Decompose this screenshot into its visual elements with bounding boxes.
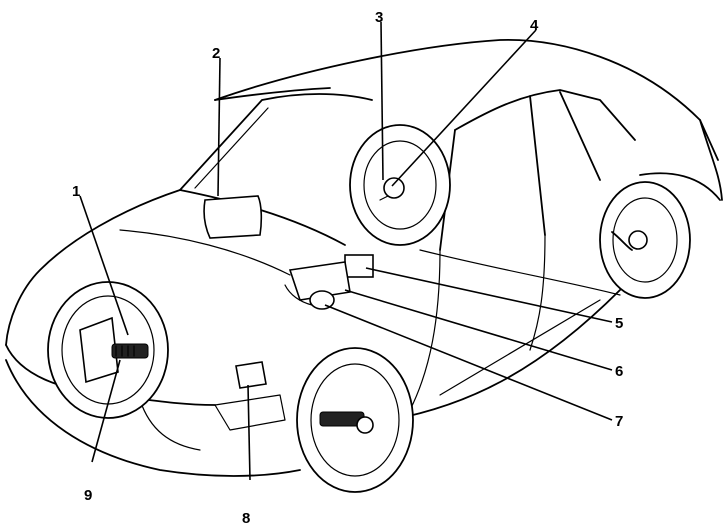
callout-2: 2 bbox=[212, 45, 220, 62]
abs-relay bbox=[344, 254, 374, 278]
front-left-speed-sensor bbox=[111, 343, 149, 359]
b-pillar bbox=[529, 95, 546, 236]
leader-1 bbox=[79, 195, 129, 336]
rear-right-wheel bbox=[599, 181, 691, 299]
front-left-hub bbox=[79, 316, 119, 384]
front-left-wheel bbox=[47, 281, 169, 419]
leader-6 bbox=[344, 289, 613, 371]
leader-7 bbox=[324, 304, 613, 421]
door-belt-line bbox=[419, 249, 621, 296]
leader-3 bbox=[380, 21, 384, 181]
windshield-inner bbox=[194, 107, 269, 189]
front-grille-edge bbox=[139, 399, 201, 451]
front-bumper-bottom bbox=[5, 359, 301, 477]
rocker-line bbox=[389, 289, 621, 421]
rear-deck bbox=[699, 119, 723, 201]
callout-5: 5 bbox=[615, 315, 623, 332]
sensor-ribs bbox=[115, 345, 135, 357]
callout-7: 7 bbox=[615, 413, 623, 430]
side-sill bbox=[439, 299, 601, 396]
callout-3: 3 bbox=[375, 9, 383, 26]
rear-right-sensor bbox=[611, 231, 633, 251]
front-right-wheel bbox=[296, 347, 414, 493]
abs-ecu bbox=[235, 361, 267, 389]
leader-8 bbox=[247, 384, 251, 481]
callout-labels: 1 2 3 4 5 6 7 8 9 bbox=[72, 9, 623, 527]
dashboard-module bbox=[203, 195, 263, 239]
windshield-left-pillar bbox=[179, 93, 373, 191]
rear-left-wheel bbox=[349, 124, 451, 246]
front-right-hub bbox=[356, 416, 374, 434]
callout-1: 1 bbox=[72, 183, 80, 200]
rear-fender bbox=[639, 172, 721, 201]
roof-front-edge bbox=[214, 87, 331, 101]
callout-8: 8 bbox=[242, 510, 250, 527]
callout-4: 4 bbox=[530, 17, 539, 34]
roof-line bbox=[214, 39, 719, 161]
leader-4 bbox=[391, 29, 537, 187]
hood-crease bbox=[119, 229, 291, 276]
master-cylinder bbox=[309, 290, 335, 310]
abs-actuator-assembly bbox=[284, 254, 374, 310]
leader-2 bbox=[217, 57, 221, 197]
callout-9: 9 bbox=[84, 487, 92, 504]
leader-lines bbox=[79, 21, 613, 481]
callout-6: 6 bbox=[615, 363, 623, 380]
front-door-edge bbox=[409, 249, 441, 411]
rear-door-edge bbox=[529, 234, 546, 351]
rear-left-hub bbox=[383, 177, 405, 199]
hood-front-edge bbox=[5, 189, 181, 346]
leader-9 bbox=[91, 359, 121, 463]
headlamp bbox=[214, 394, 286, 431]
rear-right-hub bbox=[628, 230, 648, 250]
brake-lines bbox=[284, 284, 313, 306]
side-window-top bbox=[454, 89, 636, 141]
leader-5 bbox=[365, 267, 613, 323]
c-pillar bbox=[559, 91, 601, 181]
rear-left-sensor bbox=[379, 195, 389, 201]
